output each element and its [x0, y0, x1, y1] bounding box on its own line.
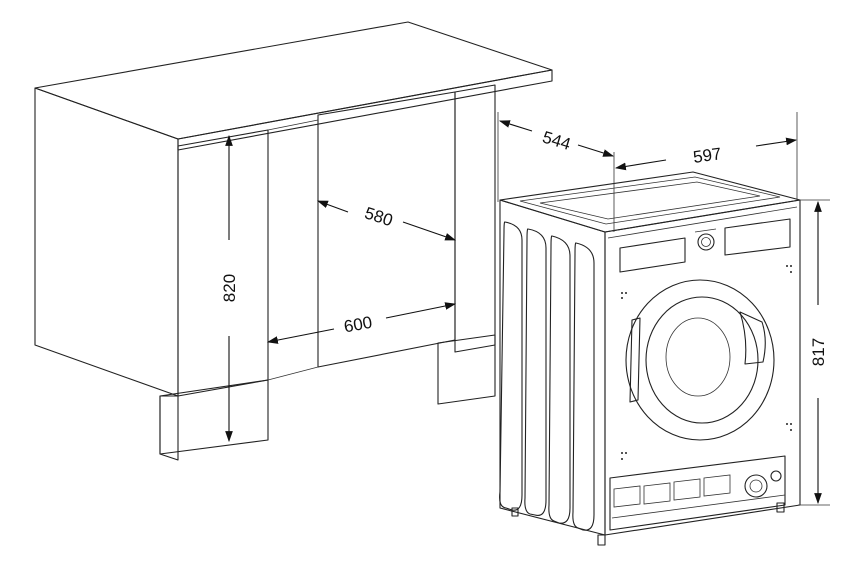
program-selector-knob	[697, 233, 715, 251]
machine-width-label: 597	[692, 144, 723, 167]
countertop-top	[34, 21, 553, 140]
drain-filter-cap	[744, 474, 768, 498]
door-hinge	[629, 317, 641, 403]
machine-depth-label: 544	[540, 128, 573, 154]
plinth-vents	[613, 474, 731, 508]
machine-side-ribs	[499, 221, 595, 531]
cabinet-right-plinth	[437, 334, 496, 405]
washing-machine	[499, 171, 801, 546]
drain-hose-outlet	[770, 470, 782, 482]
dimension-labels: 820 580 600 544 597 817	[220, 128, 828, 367]
cabinet-right-side-panel	[454, 84, 496, 353]
cabinet-height-label: 820	[220, 274, 239, 302]
countertop-front-edge	[177, 69, 553, 151]
door-glass-ring	[645, 296, 759, 424]
machine-top-recess-inner	[539, 181, 761, 220]
mounting-holes	[621, 265, 792, 460]
detergent-drawer	[619, 237, 686, 273]
niche-back-wall	[317, 91, 456, 368]
cabinet-left-side-panel	[34, 87, 179, 397]
door-handle	[739, 311, 766, 365]
cabinet-left-panel-front	[177, 129, 269, 397]
door-outer-ring	[625, 279, 775, 441]
door-glass	[665, 317, 731, 397]
cabinet-left-plinth-side	[159, 395, 179, 461]
machine-top-recess	[519, 176, 781, 225]
machine-plinth	[609, 455, 786, 531]
cabinet-width-label: 600	[342, 313, 373, 337]
control-panel-display	[724, 218, 791, 256]
kitchen-cabinet	[34, 21, 553, 461]
cabinet-depth-label: 580	[362, 203, 395, 230]
machine-front-panel	[604, 199, 801, 536]
machine-feet	[511, 502, 785, 546]
dimension-lines	[225, 112, 830, 506]
cabinet-left-plinth-front	[159, 379, 269, 455]
machine-height-label: 817	[809, 338, 828, 366]
